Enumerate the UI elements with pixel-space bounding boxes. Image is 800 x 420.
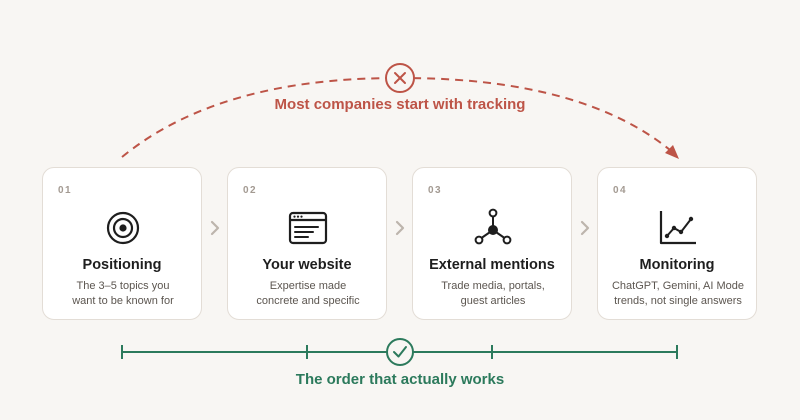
step-description: Trade media, portals, guest articles xyxy=(441,280,545,307)
step-title: Positioning xyxy=(82,257,162,273)
chevron-right-icon xyxy=(395,220,405,236)
chevron-right-icon xyxy=(210,220,220,236)
step-description: Expertise made concrete and specific xyxy=(256,280,360,307)
step-description: ChatGPT, Gemini, AI Mode trends, not sin… xyxy=(611,280,745,307)
wrong-path-label: Most companies start with tracking xyxy=(274,96,526,113)
check-icon xyxy=(386,338,414,366)
step-description: The 3–5 topics you want to be known for xyxy=(72,280,174,307)
step-title: Your website xyxy=(262,257,352,273)
x-icon xyxy=(385,63,415,93)
step-title: Monitoring xyxy=(639,257,715,273)
step-number: 02 xyxy=(243,185,258,196)
step-card-your-website: 02 Your website Expertise made concrete … xyxy=(227,167,387,320)
step-number: 01 xyxy=(58,185,73,196)
step-card-positioning: 01 Positioning The 3–5 topics you want t… xyxy=(42,167,202,320)
step-card-monitoring: 04 Monitoring ChatGPT, Gemini, AI Mode t… xyxy=(597,167,757,320)
step-number: 03 xyxy=(428,185,443,196)
step-title: External mentions xyxy=(429,257,555,273)
right-path-label: The order that actually works xyxy=(295,371,505,388)
chevron-right-icon xyxy=(580,220,590,236)
wrong-path-arrowhead xyxy=(665,145,679,159)
target-icon xyxy=(106,211,140,245)
step-number: 04 xyxy=(613,185,628,196)
step-card-external-mentions: 03 External mentions Trade media, portal… xyxy=(412,167,572,320)
browser-window-icon xyxy=(288,211,328,245)
line-chart-icon xyxy=(659,211,696,245)
network-nodes-icon xyxy=(474,208,512,245)
